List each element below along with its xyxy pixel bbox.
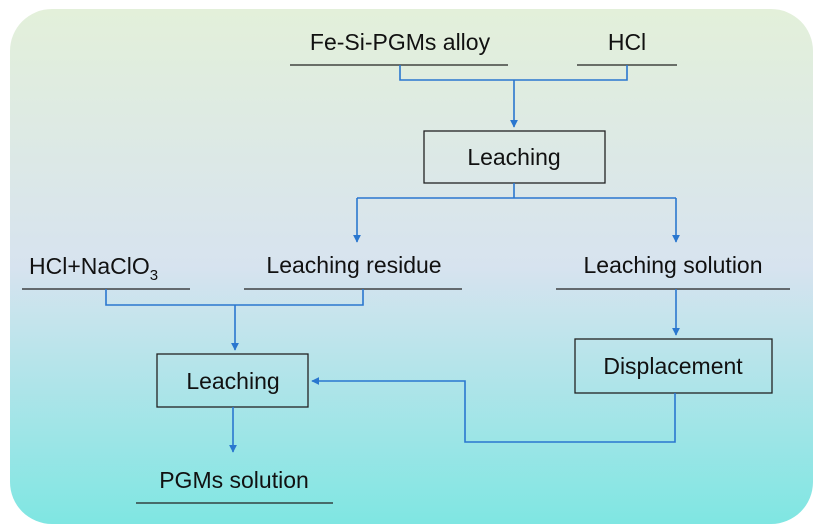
input-oxidant-label: HCl+NaClO3 bbox=[29, 253, 158, 284]
input-alloy: Fe-Si-PGMs alloy bbox=[290, 29, 508, 66]
product-pgms-solution-label: PGMs solution bbox=[159, 467, 309, 493]
product-residue: Leaching residue bbox=[244, 252, 462, 290]
product-pgms-solution: PGMs solution bbox=[136, 467, 333, 504]
product-residue-label: Leaching residue bbox=[266, 252, 441, 278]
process-displacement-box bbox=[574, 338, 773, 394]
input-oxidant: HCl+NaClO3 bbox=[22, 253, 190, 290]
process-displacement-label: Displacement bbox=[603, 353, 743, 379]
oxidant-subscript: 3 bbox=[150, 267, 158, 284]
connector-leaching-split bbox=[357, 183, 676, 199]
process-leaching-1-label: Leaching bbox=[467, 144, 560, 170]
process-leaching-2-label: Leaching bbox=[186, 368, 279, 394]
diagram-background bbox=[10, 9, 813, 524]
oxidant-main-text: HCl+NaClO bbox=[29, 253, 150, 279]
product-solution-label: Leaching solution bbox=[583, 252, 762, 278]
input-alloy-label: Fe-Si-PGMs alloy bbox=[310, 29, 491, 55]
input-acid-label: HCl bbox=[608, 29, 646, 55]
process-displacement: Displacement bbox=[574, 338, 773, 394]
arrow-recycle-to-leaching-2 bbox=[311, 377, 676, 443]
product-solution: Leaching solution bbox=[556, 252, 790, 290]
input-acid: HCl bbox=[577, 29, 677, 66]
